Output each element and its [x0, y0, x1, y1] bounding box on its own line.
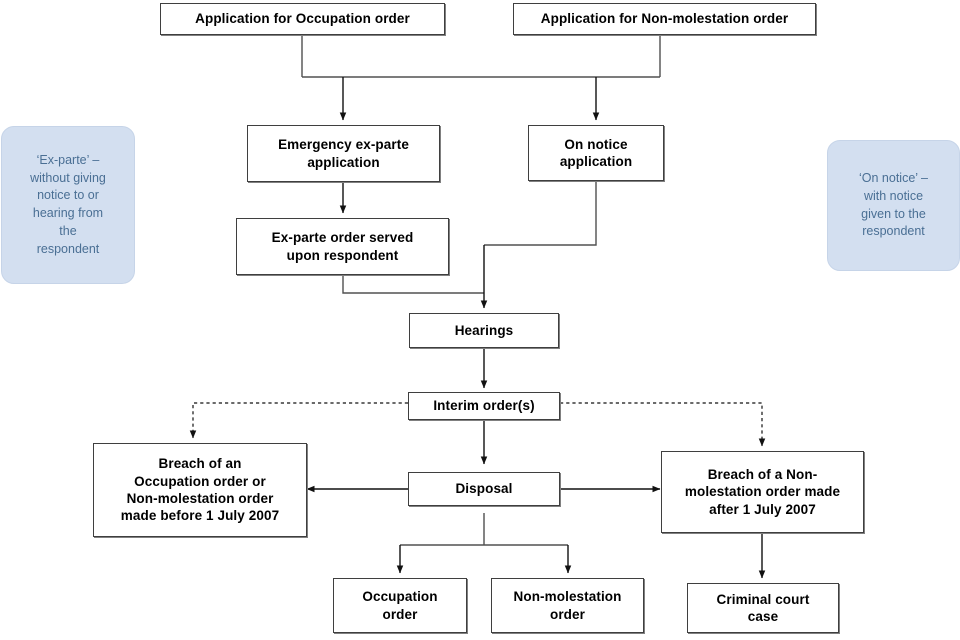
edge-interim-to-breach-after: [560, 402, 766, 447]
node-label: Disposal: [455, 481, 513, 497]
edge-on-notice-to-hearings: [484, 181, 597, 246]
node-hearings[interactable]: Hearings: [409, 313, 559, 348]
node-disposal[interactable]: Disposal: [408, 472, 560, 506]
node-app-non-molestation[interactable]: Application for Non-molestation order: [513, 3, 816, 35]
node-interim-orders[interactable]: Interim order(s): [408, 392, 560, 420]
node-label: Application for Occupation order: [195, 11, 410, 27]
node-app-occupation[interactable]: Application for Occupation order: [160, 3, 445, 35]
node-label: Hearings: [454, 322, 514, 338]
edge-interim-to-breach-before: [189, 402, 408, 439]
node-label: Interim order(s): [433, 398, 535, 414]
edge-served-to-hearings: [342, 275, 484, 294]
node-label: Application for Non-molestation order: [540, 11, 789, 27]
